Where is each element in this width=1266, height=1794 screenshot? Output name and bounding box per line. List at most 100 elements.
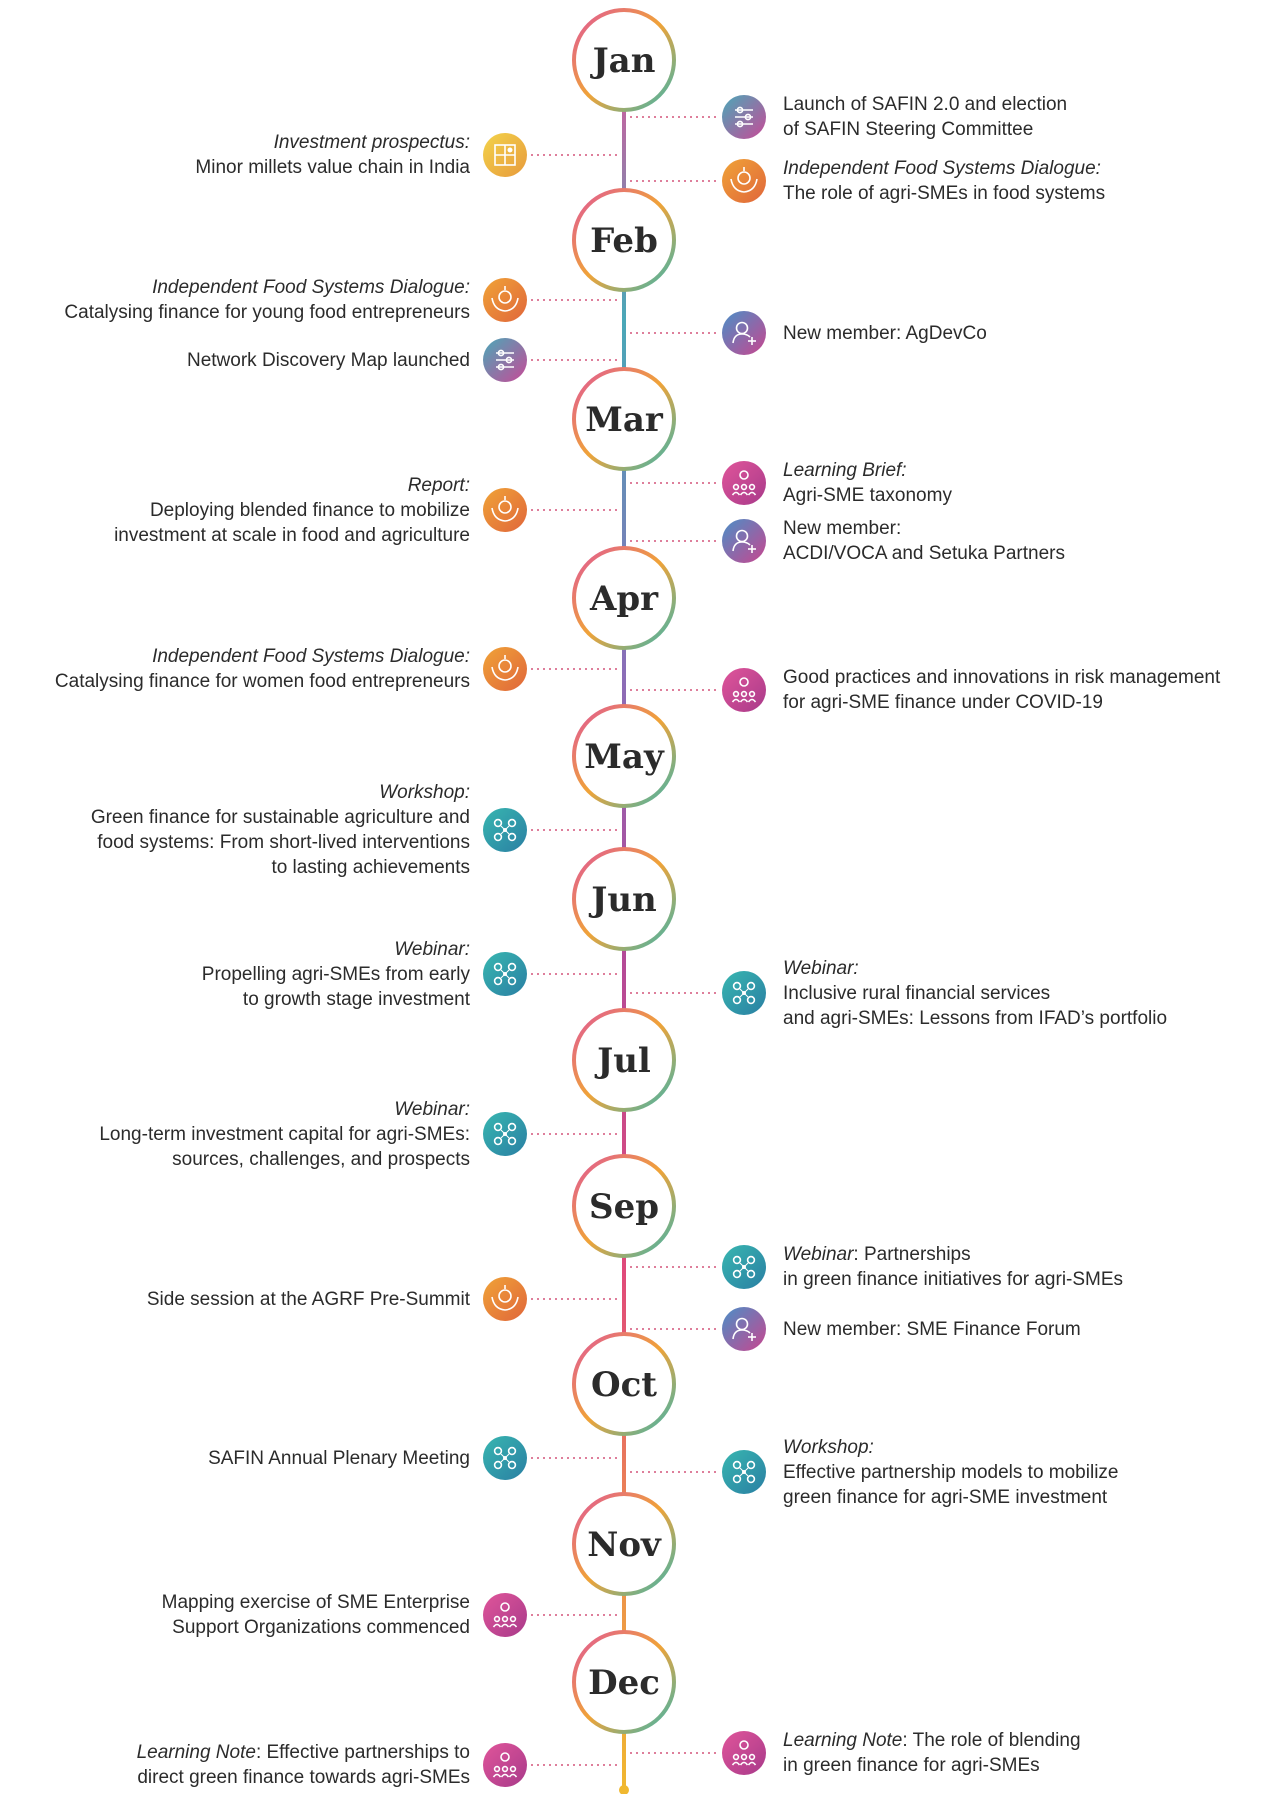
event-text: New member: SME Finance Forum <box>783 1317 1266 1342</box>
month-label: Nov <box>587 1525 662 1565</box>
month-circle <box>572 367 676 471</box>
event-line: SAFIN Annual Plenary Meeting <box>208 1447 470 1469</box>
event-line: Propelling agri-SMEs from early <box>201 963 470 985</box>
month-node-oct: Oct <box>572 1332 676 1436</box>
event-text: Launch of SAFIN 2.0 and election of SAFIN… <box>783 92 1266 142</box>
event-line: in green finance for agri-SMEs <box>783 1755 1040 1776</box>
month-node-may: May <box>572 704 676 808</box>
event-line: Webinar: <box>394 938 470 960</box>
event-text: SAFIN Annual Plenary Meeting <box>0 1446 470 1471</box>
month-node-jun: Jun <box>572 847 676 951</box>
month-node-apr: Apr <box>572 546 676 650</box>
month-label: Mar <box>585 400 664 440</box>
hands-icon <box>483 488 527 532</box>
month-circle <box>572 546 676 650</box>
event-line: New member: SME Finance Forum <box>783 1318 1081 1340</box>
timeline-end-dot <box>619 1785 629 1794</box>
event-line: Side session at the AGRF Pre-Summit <box>146 1288 470 1310</box>
network-icon <box>722 971 766 1015</box>
event-line: Network Discovery Map launched <box>186 349 470 371</box>
month-circle <box>572 1492 676 1596</box>
event-text: Independent Food Systems Dialogue:Cataly… <box>0 275 470 325</box>
month-label: Feb <box>590 221 658 261</box>
user-icon <box>722 519 766 563</box>
user-icon <box>722 311 766 355</box>
event-line: and agri-SMEs: Lessons from IFAD’s portf… <box>783 1007 1168 1029</box>
network-icon <box>722 1450 766 1494</box>
event-text: New member: AgDevCo <box>783 321 1266 346</box>
event-line: The role of agri-SMEs in food systems <box>783 183 1106 204</box>
hands-icon <box>722 159 766 203</box>
event-line: Minor millets value chain in India <box>195 157 470 178</box>
people-icon <box>722 461 766 505</box>
event-text: Investment prospectus:Minor millets valu… <box>0 130 470 180</box>
month-circle <box>572 704 676 808</box>
month-node-dec: Dec <box>572 1630 676 1734</box>
event-line: Catalysing finance for women food entrep… <box>54 671 470 692</box>
event-text: Learning Note: The role of blending in gr… <box>783 1728 1266 1778</box>
event-text: Webinar: Inclusive rural financial servic… <box>783 956 1266 1031</box>
event-line: Inclusive rural financial services <box>783 982 1051 1004</box>
month-label: Jul <box>594 1041 651 1081</box>
event-text: Webinar: Long-term investment capital for… <box>0 1097 470 1172</box>
event-line: in green finance initiatives for agri-SM… <box>783 1269 1124 1290</box>
month-circle <box>572 847 676 951</box>
people-icon <box>483 1593 527 1637</box>
event-text: Independent Food Systems Dialogue: Cataly… <box>0 644 470 694</box>
event-line: to growth stage investment <box>242 988 470 1010</box>
month-node-feb: Feb <box>572 188 676 292</box>
event-line: Launch of SAFIN 2.0 and election <box>783 94 1068 115</box>
event-line: Webinar: <box>394 1098 470 1120</box>
event-line: New member: <box>783 518 902 539</box>
event-text: New member: ACDI/VOCA and Setuka Partners <box>783 516 1266 566</box>
event-line: Learning Brief: <box>783 460 907 481</box>
month-label: Jan <box>590 41 656 81</box>
event-line: Webinar: <box>783 957 859 979</box>
event-line: Learning Note: The role of blending <box>783 1730 1081 1751</box>
month-label: Dec <box>588 1663 660 1703</box>
event-line: of SAFIN Steering Committee <box>783 119 1034 140</box>
event-line: Good practices and innovations in risk m… <box>783 667 1221 688</box>
event-line: Workshop: <box>379 782 470 803</box>
event-line: investment at scale in food and agricult… <box>114 524 470 546</box>
event-text: Network Discovery Map launched <box>0 348 470 373</box>
event-line: ACDI/VOCA and Setuka Partners <box>783 543 1065 564</box>
people-icon <box>483 1743 527 1787</box>
event-line: food systems: From short-lived intervent… <box>97 832 470 853</box>
month-node-jan: Jan <box>572 8 676 112</box>
people-icon <box>722 668 766 712</box>
month-label: Jun <box>588 880 657 920</box>
event-line: Long-term investment capital for agri-SM… <box>99 1123 470 1145</box>
hands-icon <box>483 278 527 322</box>
hands-icon <box>483 647 527 691</box>
event-line: Mapping exercise of SME Enterprise <box>161 1592 470 1613</box>
event-line: Green finance for sustainable agricultur… <box>90 807 470 828</box>
event-text: Side session at the AGRF Pre-Summit <box>0 1287 470 1312</box>
month-label: May <box>584 737 665 777</box>
puzzle-icon <box>483 133 527 177</box>
event-text: Good practices and innovations in risk m… <box>783 665 1266 715</box>
event-line: Deploying blended finance to mobilize <box>149 499 470 521</box>
event-line: Independent Food Systems Dialogue: <box>152 646 470 667</box>
event-line: for agri-SME finance under COVID-19 <box>783 692 1103 713</box>
event-text: Learning Brief: Agri-SME taxonomy <box>783 458 1266 508</box>
event-text: Workshop: Effective partnership models to… <box>783 1435 1266 1510</box>
event-line: Webinar: Partnerships <box>783 1244 971 1265</box>
network-icon <box>483 808 527 852</box>
event-line: Agri-SME taxonomy <box>783 485 952 506</box>
month-circle <box>572 1154 676 1258</box>
event-text: Webinar: Propelling agri-SMEs from early t… <box>0 937 470 1012</box>
sliders-icon <box>483 338 527 382</box>
event-line: Independent Food Systems Dialogue: <box>152 277 470 298</box>
event-line: Learning Note: Effective partnerships to <box>136 1742 470 1763</box>
month-label: Sep <box>589 1187 659 1227</box>
month-node-jul: Jul <box>572 1008 676 1112</box>
month-label: Oct <box>591 1365 657 1405</box>
event-line: Effective partnership models to mobilize <box>783 1461 1119 1483</box>
event-line: Workshop: <box>783 1436 874 1458</box>
event-text: Workshop: Green finance for sustainable a… <box>0 780 470 880</box>
event-line: Support Organizations commenced <box>172 1617 470 1638</box>
month-circle <box>572 188 676 292</box>
